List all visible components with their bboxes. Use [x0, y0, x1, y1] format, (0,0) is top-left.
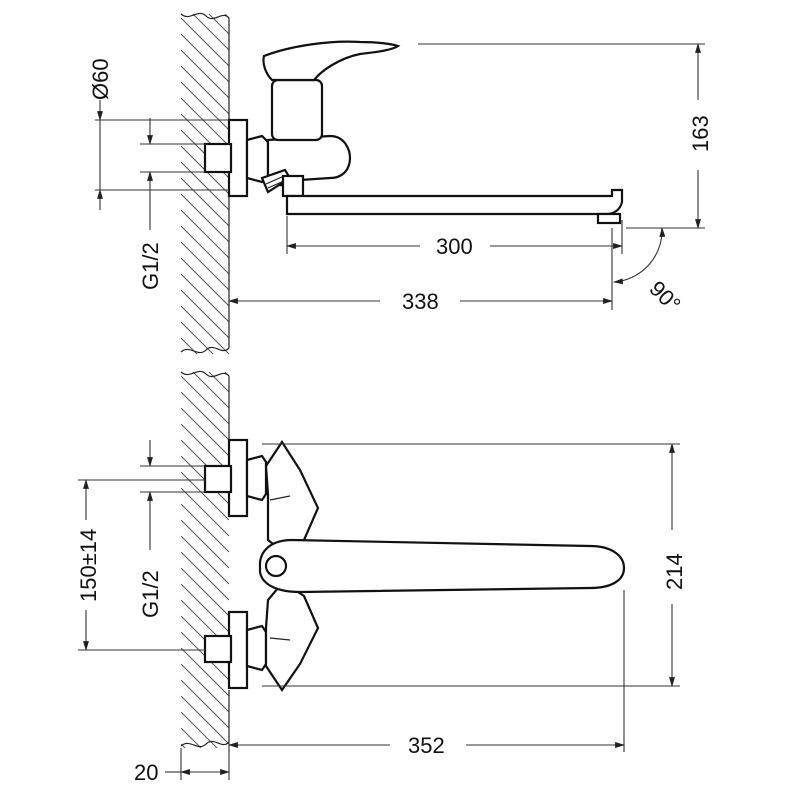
wall-hatch-line [181, 407, 229, 457]
wall-hatch-line [181, 289, 229, 339]
thread-top-label: G1/2 [138, 242, 163, 290]
wall-hatch-line [181, 727, 202, 748]
wall-hatch-line [181, 711, 218, 748]
wall-hatch-line [208, 14, 229, 35]
wall-hatch-line [181, 743, 186, 748]
diameter-label: Ø60 [88, 58, 113, 100]
wall-hatch-line [181, 161, 229, 211]
wall-hatch-line [181, 679, 229, 729]
dim-centers: 150±14 [76, 479, 205, 651]
height-bottom-label: 214 [662, 553, 687, 590]
wall-hatch-line [192, 14, 229, 51]
wall-hatch-line [181, 776, 229, 800]
dim-spout-length: 300 [286, 216, 623, 259]
wall-hatch-line [181, 391, 229, 441]
total-length-top-label: 338 [402, 289, 439, 314]
wall-top [180, 0, 230, 450]
wall-hatch-line [181, 33, 229, 83]
wall-hatch-line [181, 209, 229, 259]
wall-hatch-line [181, 402, 229, 450]
wall-hatch-line [181, 519, 229, 569]
wall-hatch-line [208, 372, 229, 393]
wall-hatch-line [181, 567, 229, 617]
faucet-side-view [203, 40, 624, 225]
wall-hatch-line [181, 257, 229, 307]
dim-total-length-bottom: 352 [228, 590, 625, 758]
height-top-label: 163 [688, 115, 713, 152]
wall-hatch-line [192, 372, 229, 409]
wall-hatch-line [181, 487, 229, 537]
dim-height-bottom: 214 [262, 443, 687, 687]
dim-thread-bottom: G1/2 [138, 440, 205, 618]
wall-hatch-line [181, 647, 229, 697]
dim-diameter: Ø60 [88, 58, 229, 210]
wall-hatch-line [181, 503, 229, 553]
wall-hatch-line [181, 312, 229, 360]
wall-hatch-line [181, 792, 229, 800]
wall-hatch-line [181, 760, 229, 800]
wall-hatch-line [181, 337, 198, 354]
centers-label: 150±14 [76, 529, 101, 602]
wall-hatch-line [181, 225, 229, 275]
wall-hatch-line [181, 583, 229, 633]
wall-hatch-line [181, 551, 229, 601]
wall-hatch-line [181, 241, 229, 291]
wall-hatch-line [181, 81, 229, 131]
dim-angle: 90° [611, 227, 686, 317]
wall-hatch-line [181, 65, 229, 115]
wall-hatch-line [181, 305, 229, 354]
spout-length-label: 300 [436, 234, 473, 259]
wall-hatch-line [181, 273, 229, 323]
dim-total-length-top: 338 [228, 289, 613, 314]
wall-hatch-line [181, 97, 229, 147]
wall-hatch-line [181, 17, 229, 67]
wall-hatch-line [181, 49, 229, 99]
dim-wall-offset: 20 [134, 748, 230, 785]
total-length-bottom-label: 352 [408, 733, 445, 758]
faucet-top-view [203, 438, 626, 692]
wall-hatch-line [181, 663, 229, 713]
wall-hatch-line [181, 321, 214, 354]
wall-hatch-line [181, 423, 229, 473]
wall-offset-label: 20 [134, 760, 158, 785]
wall-hatch-line [181, 375, 229, 425]
wall-hatch-line [181, 386, 229, 434]
wall-hatch-line [181, 0, 229, 2]
wall-hatch-line [181, 177, 229, 227]
wall-hatch-line [181, 535, 229, 585]
wall-hatch-line [181, 695, 229, 745]
wall-hatch-line [181, 193, 229, 243]
thread-bottom-label: G1/2 [138, 570, 163, 618]
wall-hatch-line [224, 372, 229, 377]
dim-thread-top: G1/2 [138, 118, 205, 290]
angle-label: 90° [644, 276, 685, 317]
wall-hatch-line [181, 353, 182, 354]
wall-hatch-line [181, 370, 229, 418]
wall-bottom [180, 312, 230, 800]
